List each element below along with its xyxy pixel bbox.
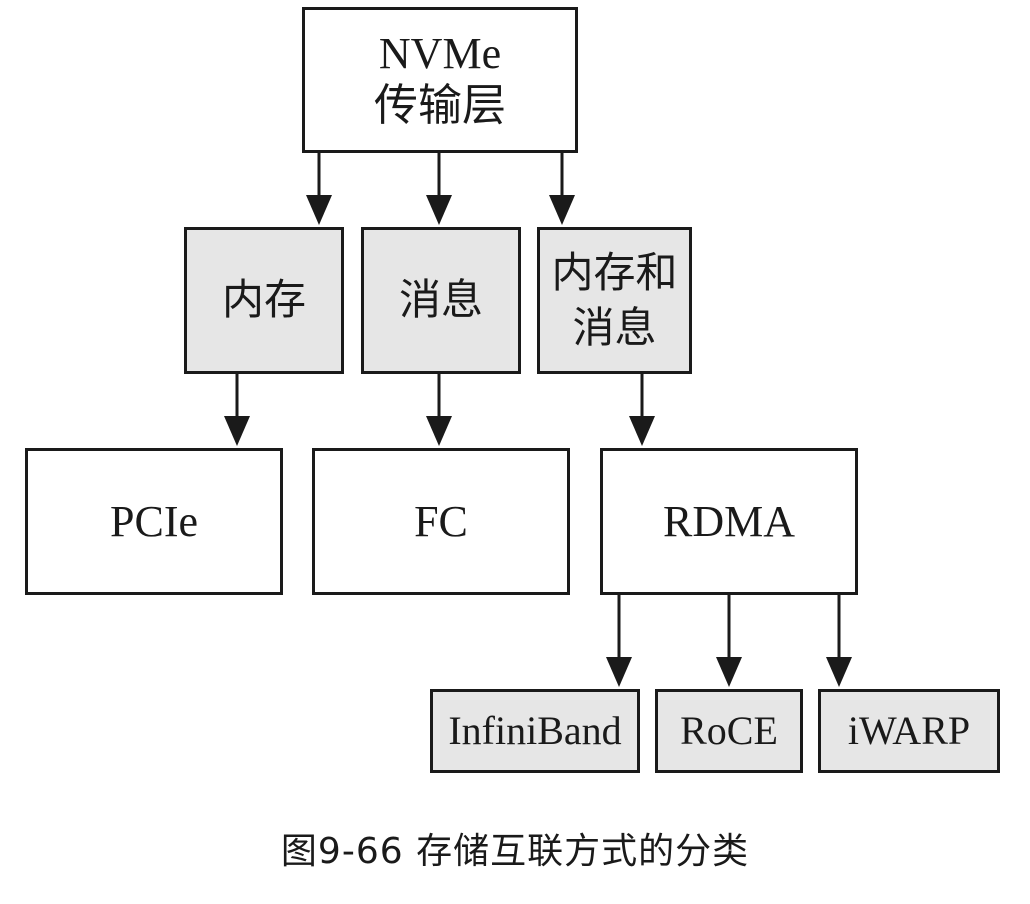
memory-and-message-node: 内存和 消息 <box>537 227 692 374</box>
rdma-node: RDMA <box>600 448 858 595</box>
arrow-root-memory-and-message <box>549 153 575 225</box>
nvme-transport-layer-node: NVMe 传输层 <box>302 7 578 153</box>
arrow-memory-pcie <box>224 374 250 446</box>
fc-node: FC <box>312 448 570 595</box>
roce-node: RoCE <box>655 689 803 773</box>
arrow-memory-and-message-rdma <box>629 374 655 446</box>
arrow-root-message <box>426 153 452 225</box>
arrow-root-memory <box>306 153 332 225</box>
message-node: 消息 <box>361 227 521 374</box>
memory-node: 内存 <box>184 227 344 374</box>
pcie-node: PCIe <box>25 448 283 595</box>
infiniband-node: InfiniBand <box>430 689 640 773</box>
arrow-rdma-roce <box>716 595 742 687</box>
arrow-rdma-infiniband <box>606 595 632 687</box>
arrow-message-fc <box>426 374 452 446</box>
arrow-rdma-iwarp <box>826 595 852 687</box>
figure-caption: 图9-66 存储互联方式的分类 <box>280 831 750 872</box>
iwarp-node: iWARP <box>818 689 1000 773</box>
